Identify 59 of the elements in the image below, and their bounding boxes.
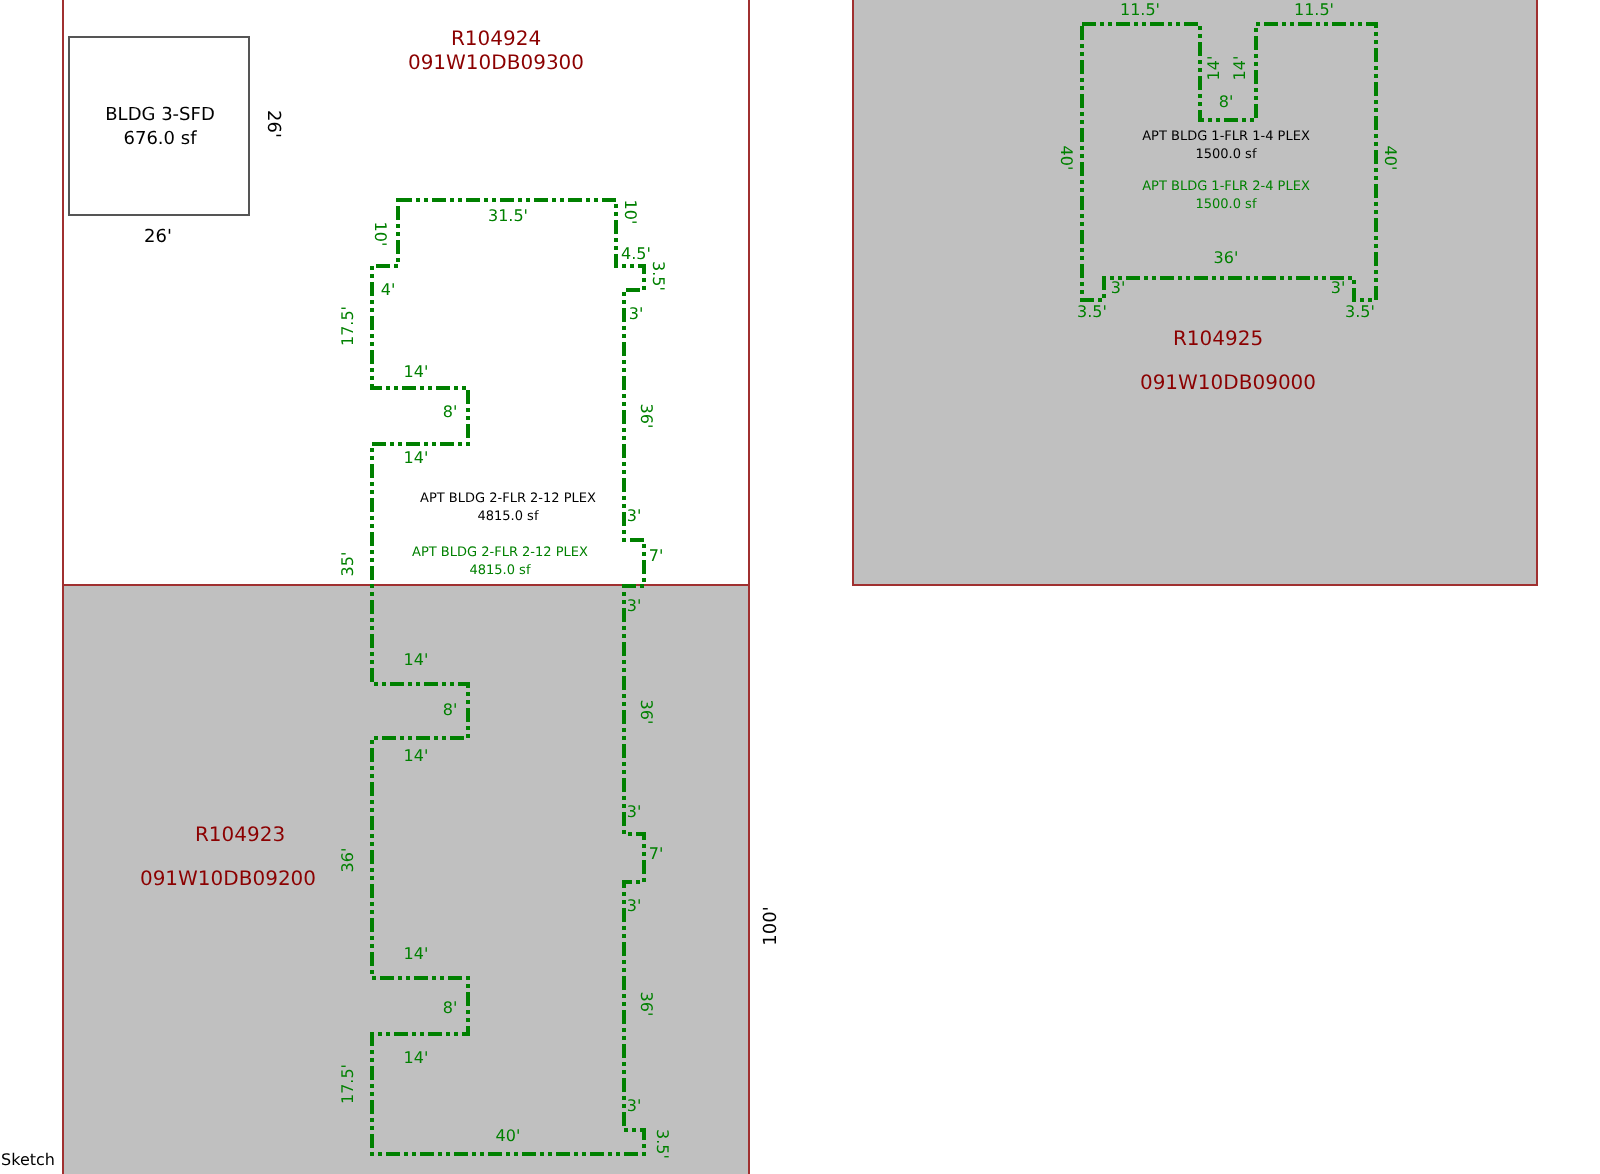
dimension-label: 14' (403, 449, 429, 467)
dimension-label: 14' (403, 1049, 429, 1067)
dimension-label: 8' (442, 701, 458, 719)
dimension-label: 3.5' (1345, 303, 1375, 321)
dimension-label: 14' (1205, 55, 1223, 81)
dimension-label: 26' (262, 110, 282, 138)
parcel-number: R104925 (1172, 326, 1264, 354)
dimension-label: 11.5' (1120, 1, 1160, 19)
parcel-area (62, 584, 750, 1174)
dimension-label: 36' (1213, 249, 1239, 267)
dimension-label: 17.5' (339, 306, 357, 346)
dimension-label: 8' (442, 999, 458, 1017)
dimension-label: 3.5' (649, 261, 667, 291)
dimension-label: 3' (626, 897, 642, 915)
dimension-label: 36' (637, 991, 655, 1017)
dimension-label: 11.5' (1294, 1, 1334, 19)
dimension-label: 3' (1110, 279, 1126, 297)
dimension-label: 8' (1218, 93, 1234, 111)
caption-text: Sketch (1, 1151, 55, 1169)
dimension-label: 3' (626, 597, 642, 615)
dimension-label: 31.5' (488, 207, 528, 225)
dimension-label: 3' (1330, 279, 1346, 297)
dimension-label: 7' (648, 547, 664, 565)
dimension-label: 10' (621, 199, 639, 225)
parcel-number: 091W10DB09000 (1139, 370, 1317, 398)
dimension-label: 14' (1231, 55, 1249, 81)
dimension-label: 3.5' (1077, 303, 1107, 321)
building-label: BLDG 3-SFD 676.0 sf (103, 103, 217, 153)
dimension-label: 36' (339, 847, 357, 873)
dimension-label: 7' (648, 845, 664, 863)
dimension-label: 4' (380, 281, 396, 299)
building-box (68, 36, 250, 216)
dimension-label: 14' (403, 945, 429, 963)
dimension-label: 10' (371, 221, 389, 247)
dimension-label: 26' (144, 228, 172, 248)
dimension-label: 14' (403, 747, 429, 765)
dimension-label: 14' (403, 363, 429, 381)
dimension-label: 40' (1381, 145, 1399, 171)
dimension-label: 4.5' (621, 245, 651, 263)
parcel-number: R104923 (194, 822, 286, 850)
dimension-label: 40' (495, 1127, 521, 1145)
parcel-number: 091W10DB09300 (407, 50, 585, 78)
dimension-label: 100' (762, 906, 782, 946)
dimension-label: 8' (442, 403, 458, 421)
dimension-label: 35' (339, 551, 357, 577)
dimension-label: 3' (626, 1097, 642, 1115)
parcel-number: R104924 (450, 26, 542, 54)
dimension-label: 36' (637, 403, 655, 429)
dimension-label: 36' (637, 699, 655, 725)
dimension-label: 14' (403, 651, 429, 669)
dimension-label: 40' (1057, 145, 1075, 171)
dimension-label: 3' (626, 507, 642, 525)
dimension-label: 3' (626, 803, 642, 821)
parcel-number: 091W10DB09200 (139, 866, 317, 894)
dimension-label: 3.5' (653, 1129, 671, 1159)
parcel-area (62, 0, 750, 586)
dimension-label: 17.5' (339, 1064, 357, 1104)
dimension-label: 3' (628, 305, 644, 323)
parcel-area (852, 0, 1538, 586)
